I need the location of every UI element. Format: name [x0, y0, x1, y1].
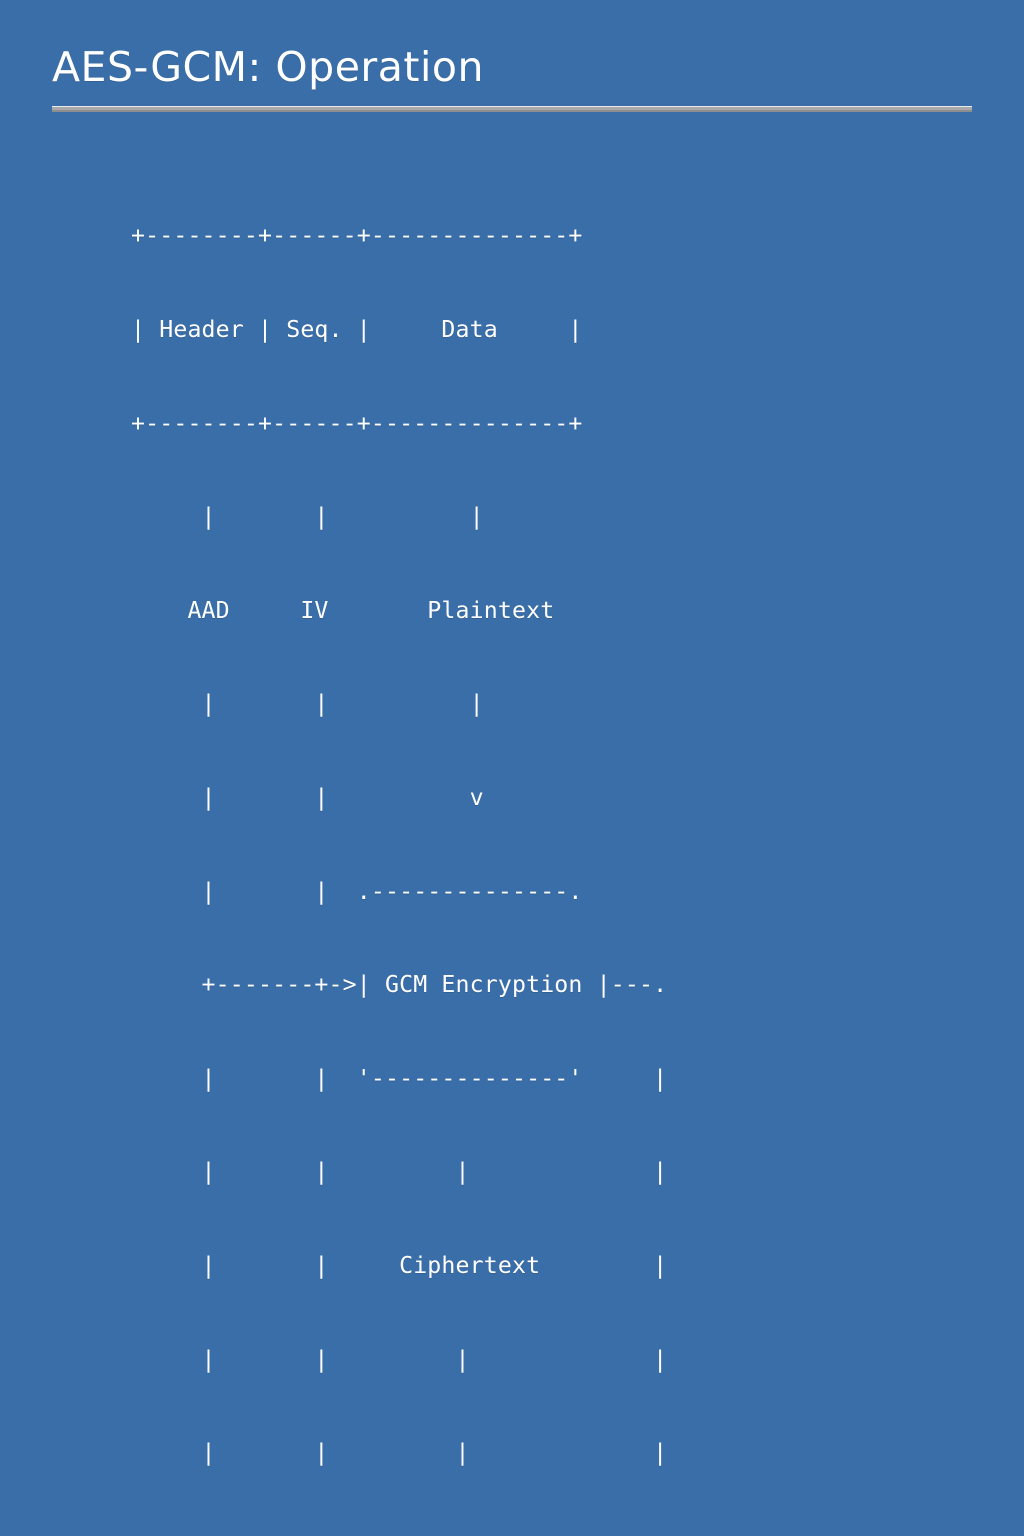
diagram-row-top-border-1: +--------+------+--------------+ [131, 222, 583, 250]
diagram-row-top-border-2: +--------+------+--------------+ [131, 409, 583, 437]
diagram-row-box-bottom: | | '--------------' | [131, 1064, 668, 1092]
diagram-row-process-box: +-------+->| GCM Encryption |---. [131, 971, 668, 999]
diagram-row-connector-6: | | | | [131, 1439, 668, 1467]
title-block: AES-GCM: Operation [52, 38, 972, 112]
diagram-row-connector-1: | | | [131, 503, 484, 531]
page-title: AES-GCM: Operation [52, 43, 484, 91]
diagram-row-signal-labels: AAD IV Plaintext [131, 596, 555, 624]
ascii-flow-diagram: +--------+------+--------------+ | Heade… [131, 158, 695, 1536]
diagram-row-connector-3: | | v [131, 783, 484, 811]
diagram-row-connector-2: | | | [131, 690, 484, 718]
diagram-row-input-fields: | Header | Seq. | Data | [131, 316, 583, 343]
title-underline-rule [52, 106, 972, 112]
diagram-row-connector-5: | | | | [131, 1345, 668, 1373]
diagram-row-connector-4: | | | | [131, 1158, 668, 1186]
diagram-row-ciphertext: | | Ciphertext | [131, 1251, 668, 1279]
diagram-row-box-top: | | .--------------. [131, 877, 583, 905]
diagram-row-arrowheads: v v v v [131, 1531, 695, 1536]
slide-canvas: AES-GCM: Operation +--------+------+----… [52, 38, 972, 1536]
